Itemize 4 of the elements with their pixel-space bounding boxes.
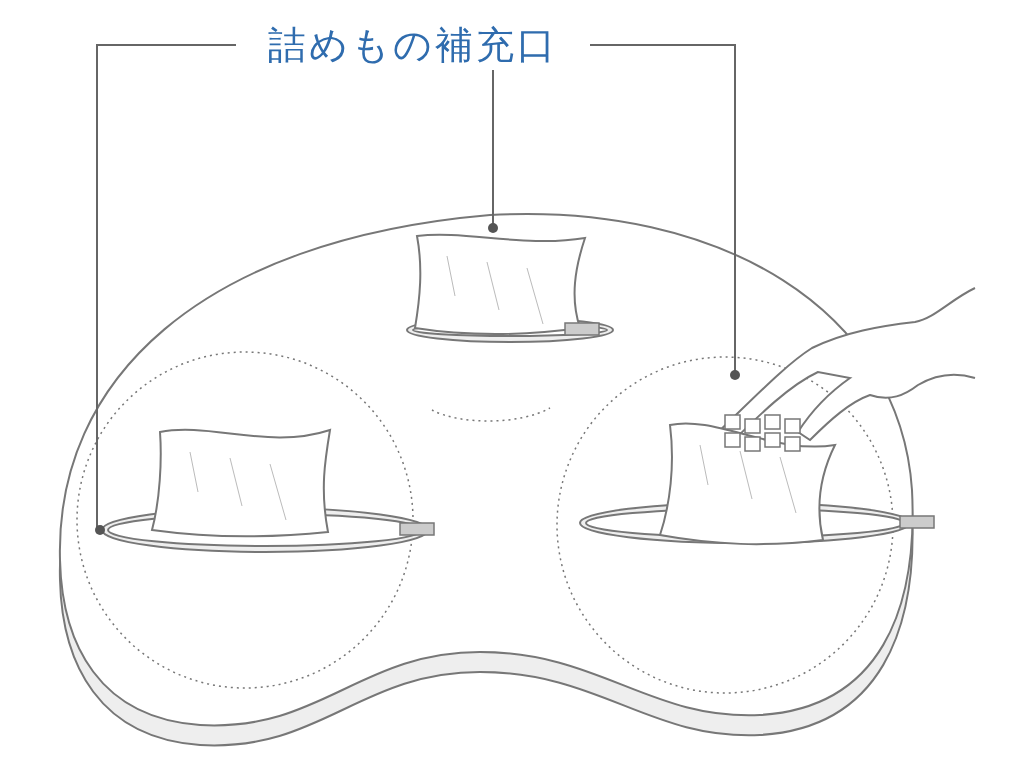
callout-label: 詰めもの補充口 <box>236 20 590 70</box>
leader-line <box>488 69 498 233</box>
leader-line <box>95 44 237 535</box>
leader-line <box>589 44 740 380</box>
